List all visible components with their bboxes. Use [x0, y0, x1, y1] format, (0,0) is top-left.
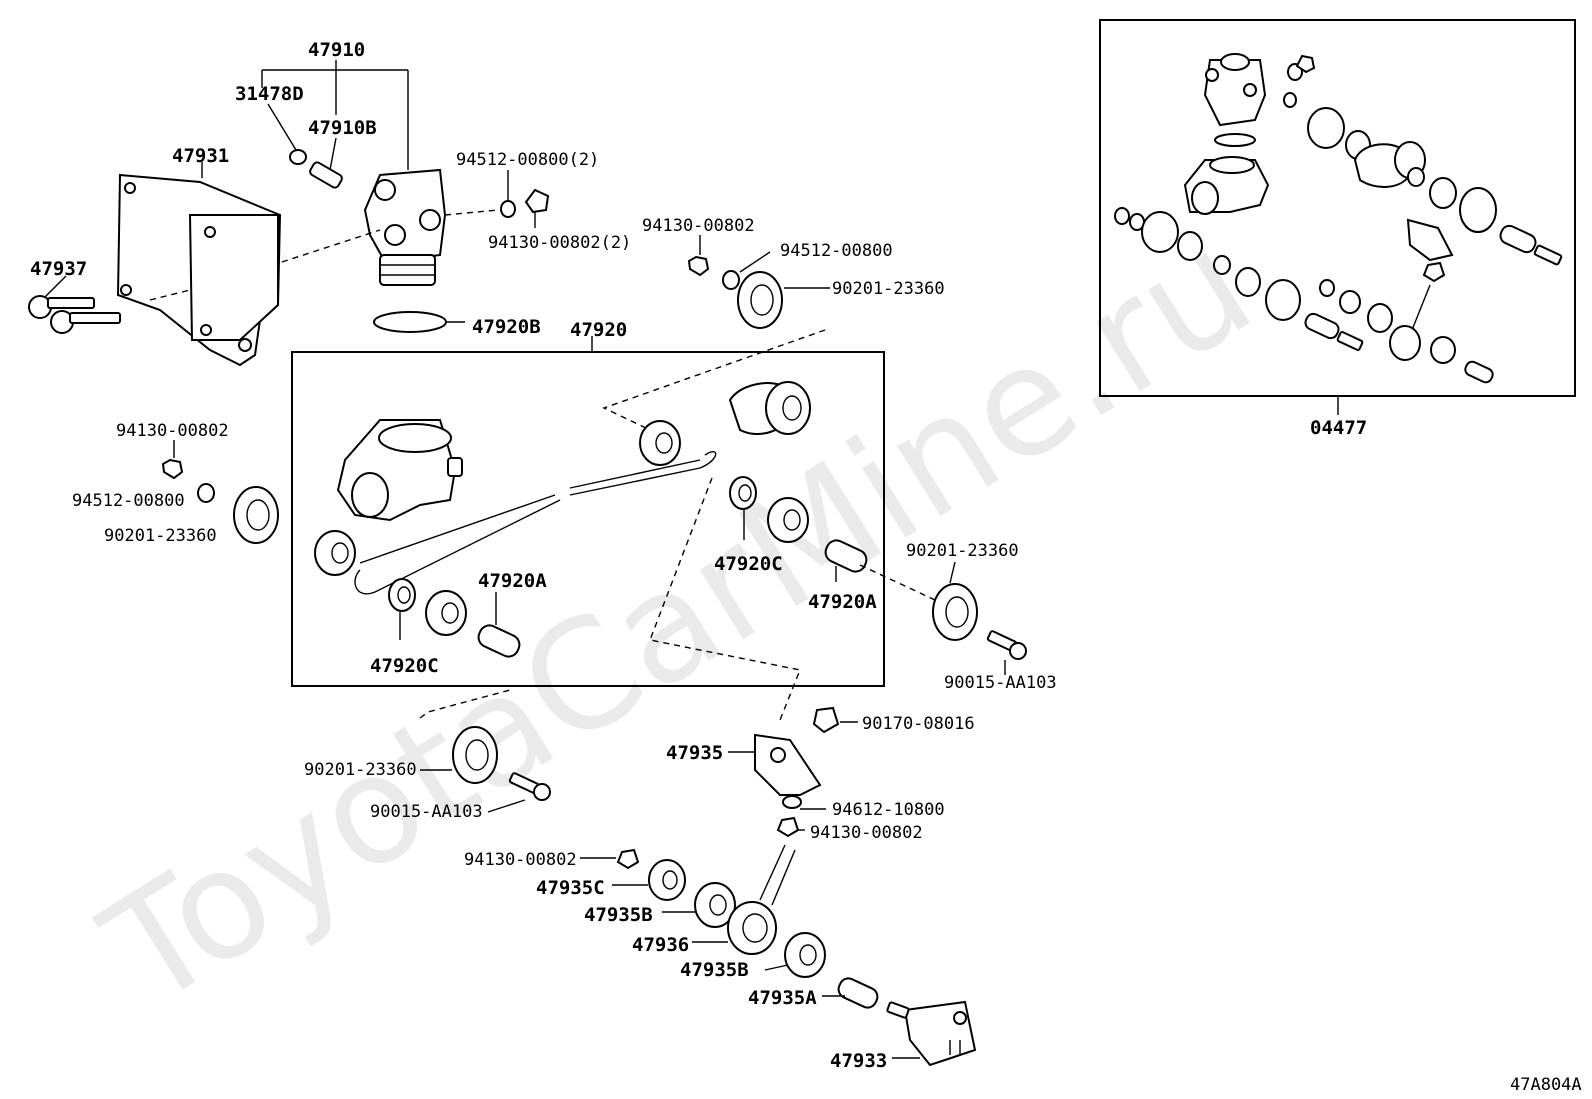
label-47936: 47936	[632, 934, 689, 956]
label-47933: 47933	[830, 1050, 887, 1072]
label-47935B-b: 47935B	[680, 959, 749, 981]
label-90201-23360-a: 90201-23360	[832, 279, 945, 299]
label-47935: 47935	[666, 742, 723, 764]
label-90201-23360-c: 90201-23360	[906, 541, 1019, 561]
label-94512-00800-b: 94512-00800	[72, 491, 185, 511]
label-47920C-left: 47920C	[370, 655, 439, 677]
label-90015-AA103-a: 90015-AA103	[944, 673, 1057, 693]
valve-assembly-47910	[261, 60, 465, 333]
diagram-code: 47A804A	[1510, 1075, 1582, 1095]
label-47920B: 47920B	[472, 316, 541, 338]
label-47931: 47931	[172, 145, 229, 167]
label-94130-00802-d: 94130-00802	[464, 850, 577, 870]
label-47937: 47937	[30, 258, 87, 280]
label-94130-00802-b: 94130-00802	[116, 421, 229, 441]
label-47910: 47910	[308, 39, 365, 61]
label-94512-00800-2: 94512-00800(2)	[456, 150, 599, 170]
label-47920A-right: 47920A	[808, 591, 877, 613]
label-90170-08016: 90170-08016	[862, 714, 975, 734]
washer-nut-pair-1	[444, 170, 550, 228]
label-47910B: 47910B	[308, 117, 377, 139]
label-94130-00802-2: 94130-00802(2)	[488, 233, 631, 253]
label-47935C: 47935C	[536, 877, 605, 899]
label-47920: 47920	[570, 319, 627, 341]
kit-contents-47920	[314, 329, 936, 721]
washer-bolt-right	[932, 561, 1027, 675]
label-31478D: 31478D	[235, 83, 304, 105]
lower-linkage-stack	[580, 844, 977, 1067]
label-94130-00802-c: 94130-00802	[810, 823, 923, 843]
label-47935B-a: 47935B	[584, 904, 653, 926]
washer-nut-pair-2	[161, 440, 279, 544]
label-94612-10800: 94612-10800	[832, 800, 945, 820]
label-04477: 04477	[1310, 417, 1367, 439]
washer-bolt-lower	[419, 689, 551, 813]
kit-box-47920	[291, 351, 885, 687]
bracket-47931	[116, 162, 381, 367]
link-arm-47935	[728, 706, 858, 838]
label-90201-23360-d: 90201-23360	[304, 760, 417, 780]
label-94130-00802-a: 94130-00802	[642, 216, 755, 236]
label-90015-AA103-b: 90015-AA103	[370, 802, 483, 822]
bolts-47937	[28, 275, 121, 334]
kit-contents-04477	[1114, 53, 1563, 384]
label-90201-23360-b: 90201-23360	[104, 526, 217, 546]
label-47920A-left: 47920A	[478, 570, 547, 592]
washer-nut-pair-3	[687, 235, 830, 329]
label-94512-00800-a: 94512-00800	[780, 241, 893, 261]
label-47935A: 47935A	[748, 987, 817, 1009]
label-47920C-right: 47920C	[714, 553, 783, 575]
